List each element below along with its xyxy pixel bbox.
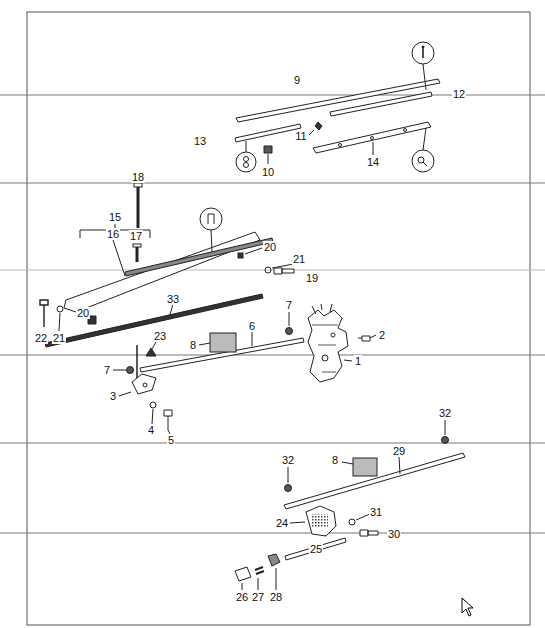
callout-number: 17: [129, 230, 143, 242]
callout-number: 27: [251, 591, 265, 603]
callout-number: 22: [34, 332, 48, 344]
callout-number: 23: [153, 330, 167, 342]
callout-number: 8: [331, 454, 339, 466]
callout-number: 7: [103, 364, 111, 376]
callout-number: 4: [147, 424, 155, 436]
callout-number: 32: [438, 407, 452, 419]
callout-number: 29: [392, 445, 406, 457]
callout-number: 10: [261, 166, 275, 178]
callout-number: 16: [106, 228, 120, 240]
callout-number: 20: [263, 241, 277, 253]
callout-number: 14: [366, 156, 380, 168]
callout-number: 5: [167, 434, 175, 446]
callout-number: 8: [189, 339, 197, 351]
callout-number: 21: [52, 332, 66, 344]
callout-number: 32: [281, 454, 295, 466]
callout-number: 15: [108, 211, 122, 223]
callout-number: 6: [248, 320, 256, 332]
callout-number: 26: [235, 591, 249, 603]
callout-number: 25: [309, 543, 323, 555]
callout-number: 7: [285, 299, 293, 311]
callout-number: 20: [76, 307, 90, 319]
callout-number: 13: [193, 135, 207, 147]
callout-number: 1: [354, 355, 362, 367]
callout-number: 30: [387, 528, 401, 540]
callout-number: 2: [378, 329, 386, 341]
callout-number: 24: [275, 517, 289, 529]
callout-number: 9: [293, 74, 301, 86]
callout-number: 33: [166, 293, 180, 305]
callout-number: 12: [452, 88, 466, 100]
callout-number: 21: [292, 253, 306, 265]
callout-number: 31: [369, 506, 383, 518]
callout-number: 11: [294, 130, 307, 142]
callout-number: 19: [305, 272, 319, 284]
callout-number: 3: [109, 390, 117, 402]
callout-number: 18: [131, 171, 145, 183]
callout-number: 28: [269, 591, 283, 603]
